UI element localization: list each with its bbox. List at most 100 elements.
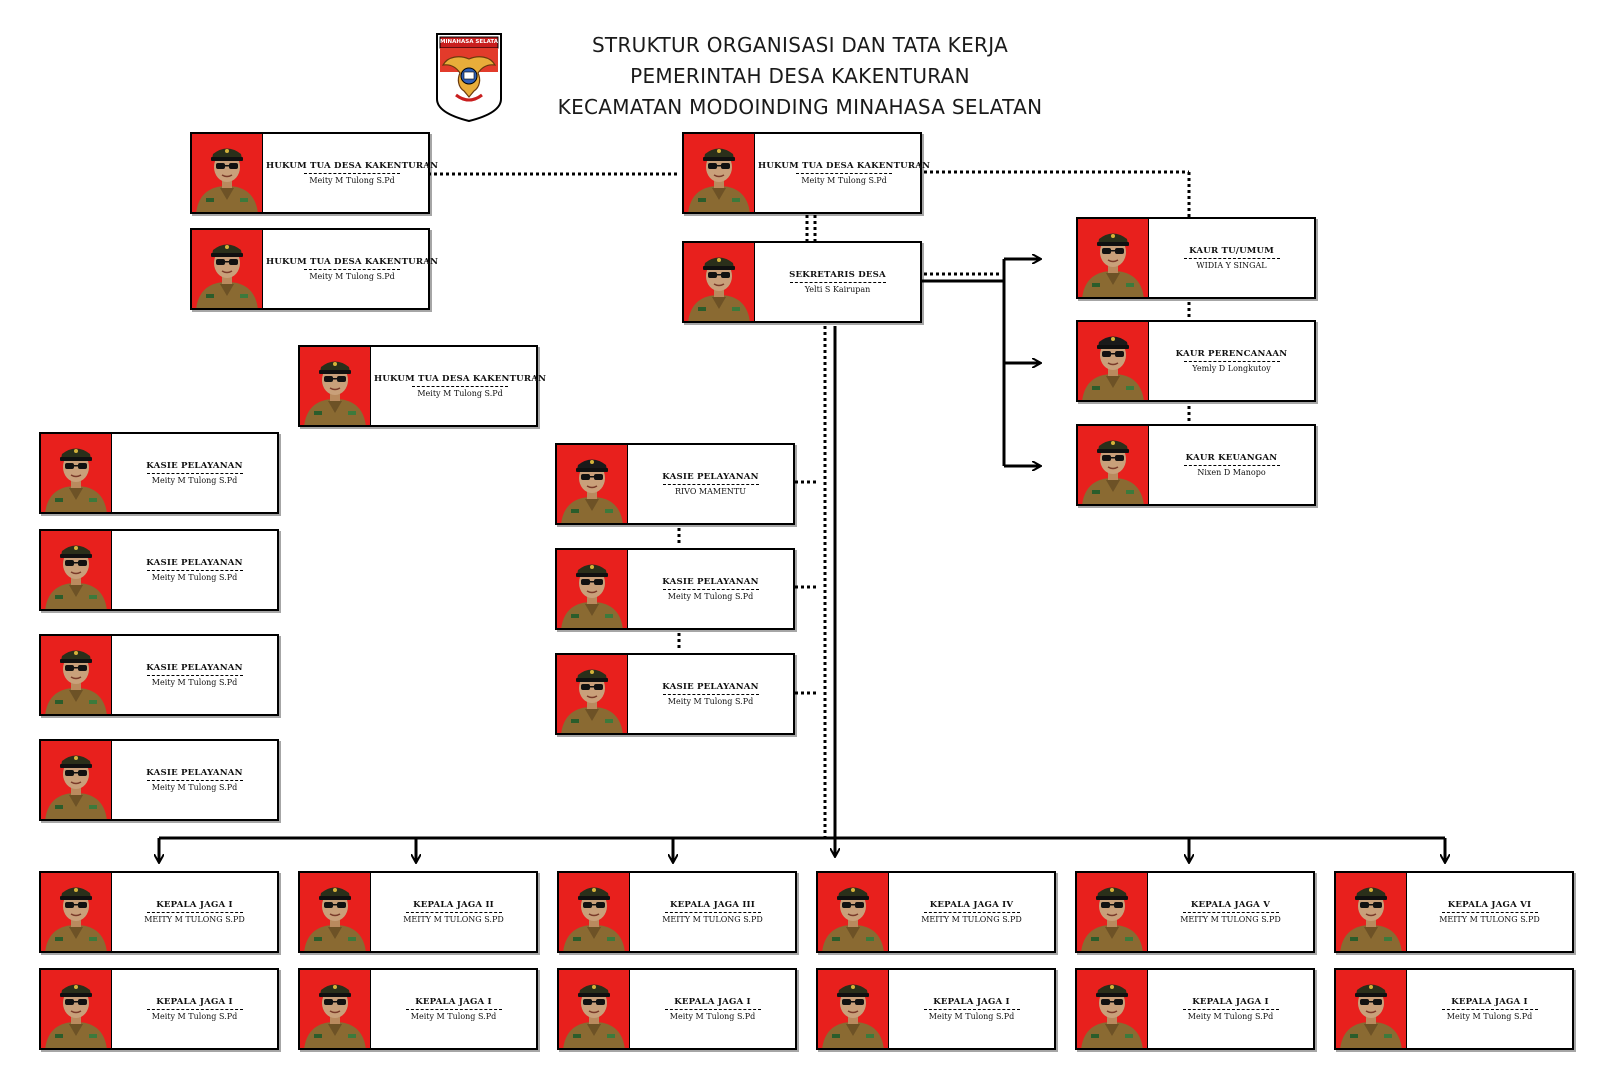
- card-divider: [923, 912, 1020, 913]
- card-person-name: Meity M Tulong S.Pd: [309, 272, 395, 281]
- person-figure: [1340, 887, 1402, 951]
- card-divider: [1183, 361, 1280, 362]
- person-photo: [1336, 873, 1407, 951]
- person-figure: [196, 148, 258, 212]
- card-role: KEPALA JAGA I: [415, 997, 492, 1007]
- person-photo: [41, 636, 112, 714]
- person-photo: [300, 873, 371, 951]
- card-role: KASIE PELAYANAN: [662, 577, 759, 587]
- card-divider: [304, 269, 401, 270]
- org-card-kepala-jaga-2: KEPALA JAGA II MEITY M TULONG S.PD: [298, 871, 538, 953]
- card-info: KASIE PELAYANAN Meity M Tulong S.Pd: [628, 550, 793, 628]
- person-figure: [304, 361, 366, 425]
- card-info: KEPALA JAGA II MEITY M TULONG S.PD: [371, 873, 536, 951]
- card-person-name: Meity M Tulong S.Pd: [928, 1012, 1015, 1021]
- card-person-name: Nixen D Manopo: [1197, 468, 1266, 477]
- card-person-name: Meity M Tulong S.Pd: [151, 476, 238, 485]
- person-photo: [557, 445, 628, 523]
- card-role: KAUR TU/UMUM: [1189, 246, 1274, 256]
- card-role: HUKUM TUA DESA KAKENTURAN: [374, 374, 547, 384]
- person-photo: [1336, 970, 1407, 1048]
- card-role: KASIE PELAYANAN: [146, 558, 243, 568]
- person-figure: [1082, 233, 1144, 297]
- card-person-name: Meity M Tulong S.Pd: [151, 573, 238, 582]
- person-photo: [300, 347, 371, 425]
- org-card-kasie-left-4: KASIE PELAYANAN Meity M Tulong S.Pd: [39, 739, 279, 821]
- card-role: KEPALA JAGA I: [1451, 997, 1528, 1007]
- card-divider: [789, 282, 886, 283]
- person-figure: [45, 984, 107, 1048]
- person-figure: [45, 545, 107, 609]
- card-person-name: Meity M Tulong S.Pd: [667, 697, 754, 706]
- person-figure: [688, 257, 750, 321]
- person-photo: [1077, 970, 1148, 1048]
- person-figure: [1340, 984, 1402, 1048]
- card-info: KEPALA JAGA VI MEITY M TULONG S.PD: [1407, 873, 1572, 951]
- card-role: KASIE PELAYANAN: [146, 768, 243, 778]
- card-person-name: Meity M Tulong S.Pd: [801, 176, 887, 185]
- card-role: KEPALA JAGA II: [413, 900, 494, 910]
- person-figure: [561, 459, 623, 523]
- card-person-name: Yelti S Kairupan: [804, 285, 871, 294]
- person-figure: [563, 887, 625, 951]
- card-divider: [146, 912, 243, 913]
- person-photo: [41, 434, 112, 512]
- minahasa-selatan-logo: [436, 33, 502, 123]
- org-card-kasie-left-3: KASIE PELAYANAN Meity M Tulong S.Pd: [39, 634, 279, 716]
- card-divider: [662, 484, 759, 485]
- card-role: KEPALA JAGA VI: [1447, 900, 1532, 910]
- card-divider: [146, 570, 243, 571]
- card-divider: [1182, 912, 1279, 913]
- person-figure: [45, 650, 107, 714]
- card-role: KEPALA JAGA I: [674, 997, 751, 1007]
- card-role: KASIE PELAYANAN: [146, 461, 243, 471]
- card-divider: [664, 912, 761, 913]
- person-photo: [818, 970, 889, 1048]
- card-person-name: Meity M Tulong S.Pd: [151, 678, 238, 687]
- person-figure: [822, 887, 884, 951]
- card-divider: [304, 173, 401, 174]
- card-divider: [1441, 912, 1538, 913]
- card-role: KASIE PELAYANAN: [146, 663, 243, 673]
- org-card-kepala-jaga-6: KEPALA JAGA VI MEITY M TULONG S.PD: [1334, 871, 1574, 953]
- card-info: HUKUM TUA DESA KAKENTURAN Meity M Tulong …: [371, 347, 549, 425]
- person-photo: [192, 134, 263, 212]
- card-person-name: Meity M Tulong S.Pd: [151, 783, 238, 792]
- card-divider: [662, 694, 759, 695]
- person-photo: [1077, 873, 1148, 951]
- card-divider: [664, 1009, 761, 1010]
- person-photo: [1078, 322, 1149, 400]
- card-person-name: MEITY M TULONG S.PD: [403, 915, 504, 924]
- org-card-kasie-center-2: KASIE PELAYANAN Meity M Tulong S.Pd: [555, 548, 795, 630]
- person-photo: [300, 970, 371, 1048]
- card-divider: [146, 473, 243, 474]
- card-person-name: MEITY M TULONG S.PD: [1439, 915, 1540, 924]
- card-role: KEPALA JAGA I: [156, 997, 233, 1007]
- card-info: KASIE PELAYANAN Meity M Tulong S.Pd: [112, 531, 277, 609]
- card-role: HUKUM TUA DESA KAKENTURAN: [266, 161, 439, 171]
- person-photo: [192, 230, 263, 308]
- card-person-name: Meity M Tulong S.Pd: [417, 389, 503, 398]
- card-person-name: Meity M Tulong S.Pd: [667, 592, 754, 601]
- person-photo: [1078, 426, 1149, 504]
- card-person-name: MEITY M TULONG S.PD: [662, 915, 763, 924]
- card-person-name: Meity M Tulong S.Pd: [410, 1012, 497, 1021]
